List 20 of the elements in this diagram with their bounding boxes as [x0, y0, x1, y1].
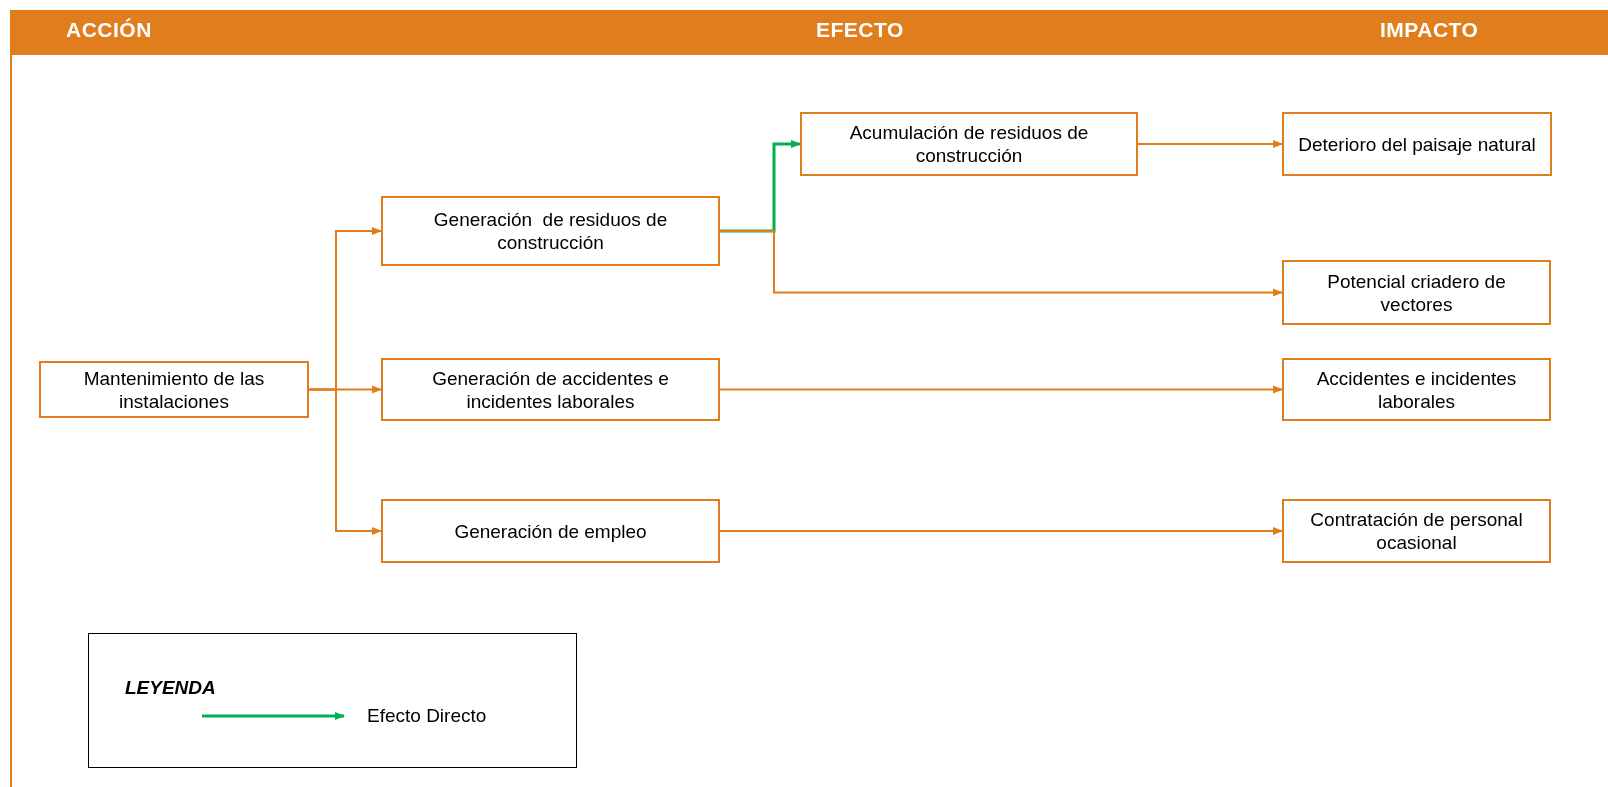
legend-title: LEYENDA [125, 677, 216, 699]
process-box: Generación de accidentes e incidentes laborales [381, 358, 720, 421]
arrow [720, 140, 801, 233]
process-box: Generación de empleo [381, 499, 720, 563]
process-box: Deterioro del paisaje natural [1282, 112, 1552, 176]
arrow [308, 388, 382, 535]
process-box: Potencial criadero de vectores [1282, 260, 1551, 325]
arrow [719, 385, 1283, 394]
process-box: Generación de residuos de construcción [381, 196, 720, 266]
column-heading: IMPACTO [1380, 18, 1479, 42]
arrow [719, 230, 1283, 297]
column-heading: EFECTO [816, 18, 904, 42]
process-box: Accidentes e incidentes laborales [1282, 358, 1551, 421]
column-heading: ACCIÓN [66, 18, 152, 42]
process-box: Acumulación de residuos de construcción [800, 112, 1138, 176]
legend-text: Efecto Directo [367, 705, 487, 727]
process-box: Contratación de personal ocasional [1282, 499, 1551, 563]
arrow [719, 527, 1283, 535]
process-box: Mantenimiento de las instalaciones [39, 361, 309, 418]
arrow [1137, 140, 1283, 148]
